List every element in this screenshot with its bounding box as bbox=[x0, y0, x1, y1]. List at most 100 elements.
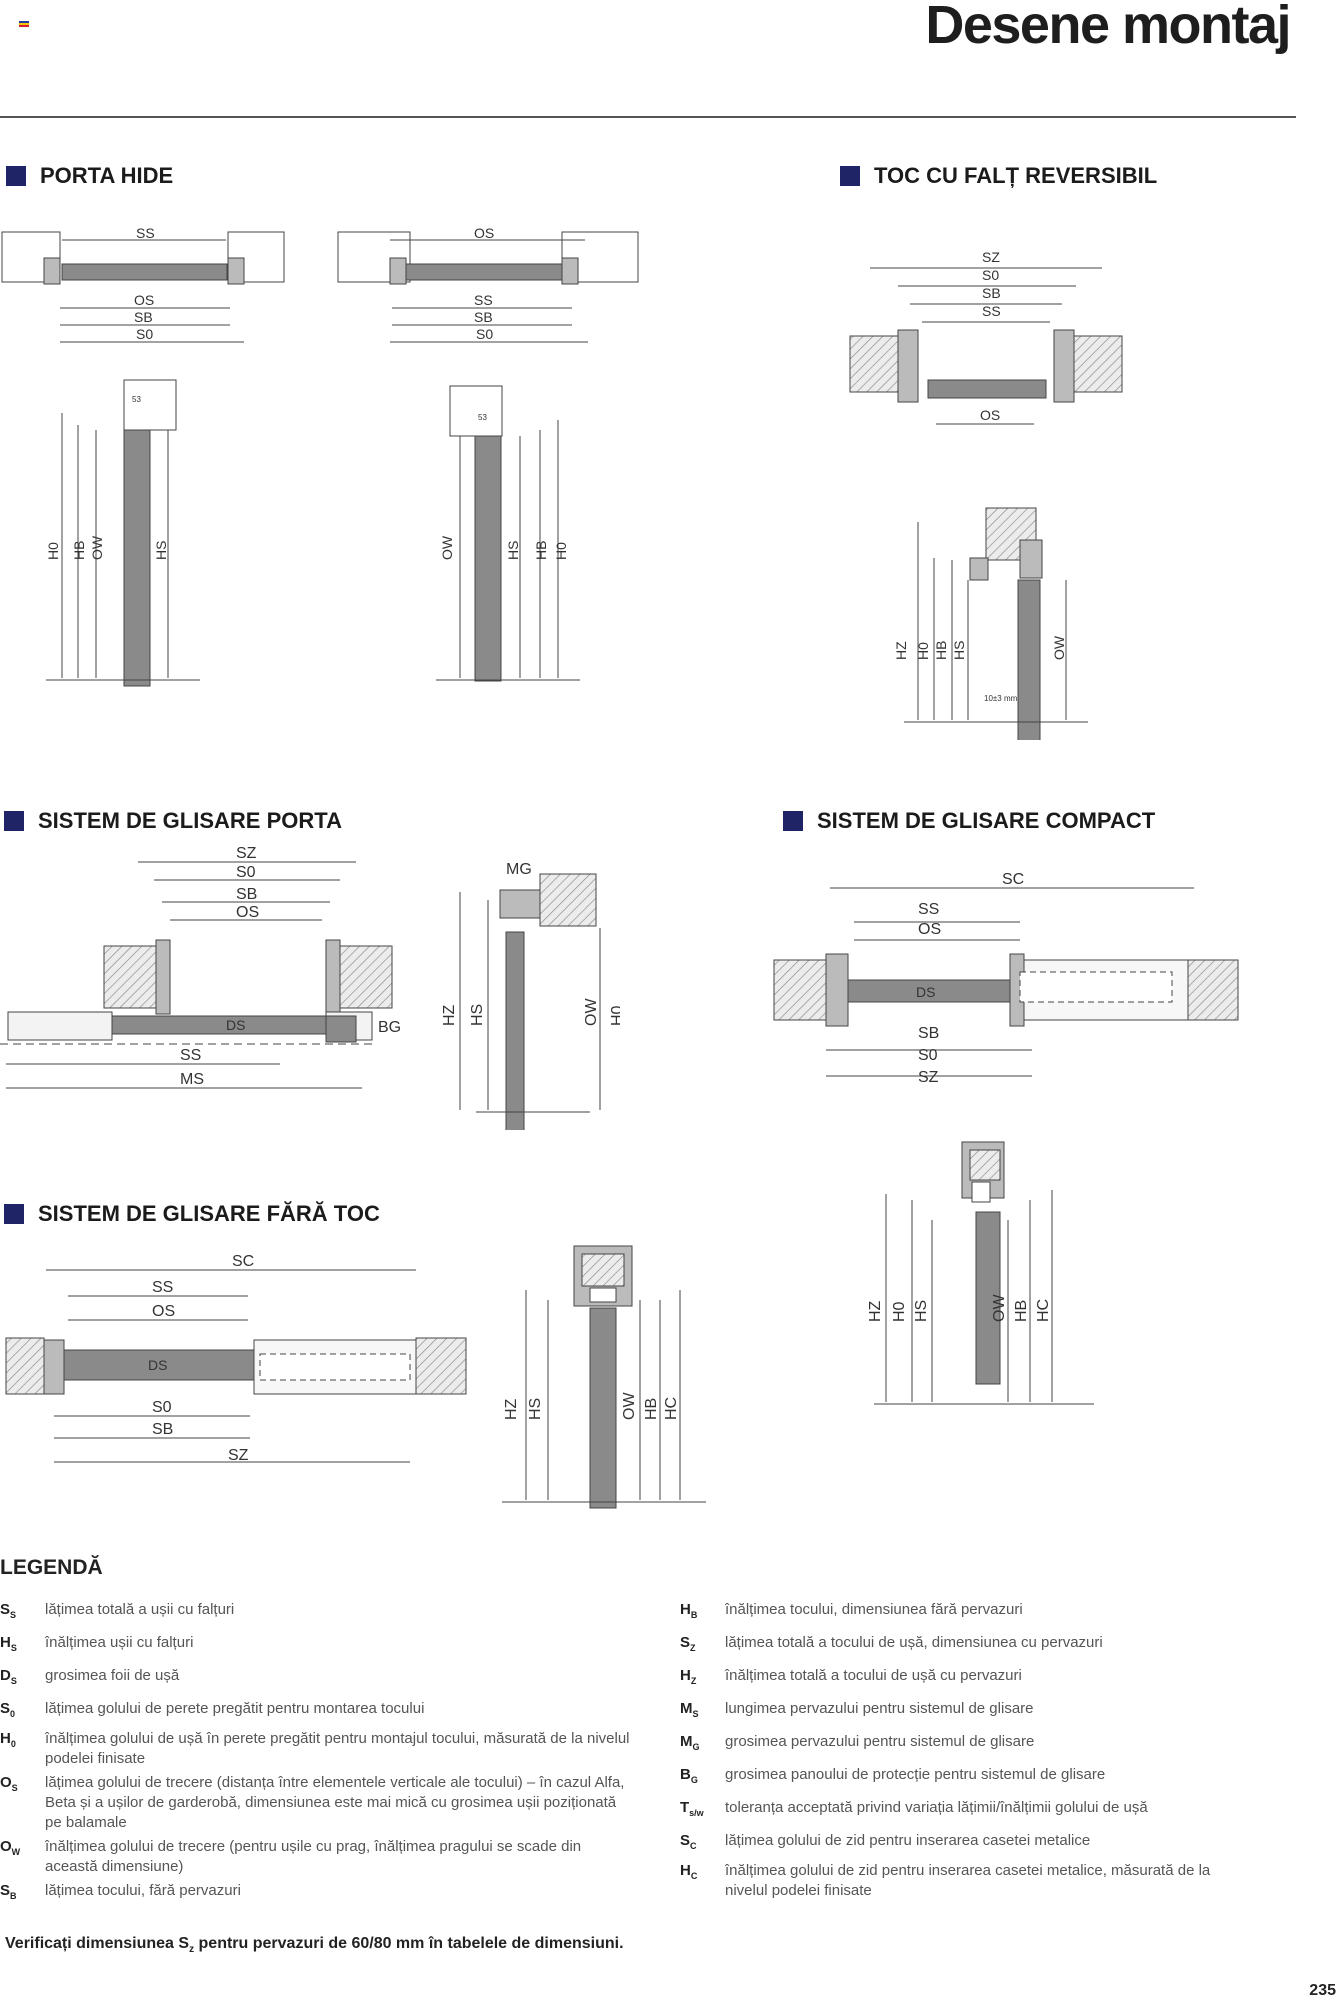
dim-label: S0 bbox=[918, 1047, 938, 1064]
dim-label: DS bbox=[148, 1357, 167, 1373]
glisare-compact-elevation: HZ H0 HS OW HB HC bbox=[867, 1141, 1094, 1405]
square-bullet-icon bbox=[4, 811, 24, 831]
dim-label: 53 bbox=[132, 395, 141, 404]
porta-hide-diagrams: SS OS SB S0 OS SS SB S0 53 53 H0 HB OW H… bbox=[1, 225, 639, 687]
dim-label: HB bbox=[643, 1398, 660, 1420]
dim-label: OW bbox=[89, 535, 105, 560]
glisare-fara-toc-diagram: SC SS OS DS S0 SB SZ bbox=[5, 1253, 467, 1464]
dim-label: S0 bbox=[476, 326, 493, 342]
dim-label: 10±3 mm bbox=[984, 694, 1018, 703]
dim-label: SS bbox=[474, 292, 493, 308]
legend-title: LEGENDĂ bbox=[0, 1556, 103, 1579]
dim-label: MS bbox=[180, 1071, 204, 1088]
dim-label: SS bbox=[152, 1279, 173, 1296]
dim-label: HB bbox=[933, 641, 949, 660]
dim-label: OS bbox=[152, 1303, 175, 1320]
dim-label: S0 bbox=[152, 1399, 172, 1416]
toc-cu-falt-diagrams: SZ S0 SB SS OS 10±3 mm HZ H0 HB HS OW bbox=[849, 249, 1123, 740]
dim-label: SS bbox=[918, 901, 939, 918]
square-bullet-icon bbox=[6, 166, 26, 186]
dim-label: SS bbox=[982, 303, 1001, 319]
dim-label: OS bbox=[134, 292, 154, 308]
dim-label: HC bbox=[1035, 1299, 1052, 1322]
dim-label: HZ bbox=[441, 1004, 458, 1026]
dim-label: HS bbox=[505, 541, 521, 560]
section-glisare-fara-toc: SISTEM DE GLISARE FĂRĂ TOC bbox=[4, 1201, 380, 1227]
dim-label: HZ bbox=[503, 1398, 520, 1420]
dim-label: HB bbox=[1013, 1300, 1030, 1322]
page-number: 235 bbox=[1309, 1982, 1336, 1999]
dim-label: S0 bbox=[982, 267, 999, 283]
dim-label: HS bbox=[913, 1300, 930, 1322]
dim-label: SS bbox=[136, 225, 155, 241]
dim-label: SZ bbox=[918, 1069, 939, 1086]
dim-label: DS bbox=[916, 984, 935, 1000]
dim-label: H0 bbox=[609, 1005, 620, 1026]
dim-label: OS bbox=[474, 225, 494, 241]
dim-label: H0 bbox=[891, 1301, 908, 1322]
dim-label: S0 bbox=[236, 864, 256, 881]
dim-label: OS bbox=[980, 407, 1000, 423]
section-porta-hide: PORTA HIDE bbox=[6, 163, 173, 189]
dim-label: OS bbox=[236, 904, 259, 921]
dim-label: MG bbox=[506, 861, 532, 878]
dim-label: HS bbox=[527, 1398, 544, 1420]
dim-label: SB bbox=[236, 886, 257, 903]
dim-label: 53 bbox=[478, 413, 487, 422]
glisare-porta-diagrams: SZ S0 SB OS DS BG SS MS MG HZ HS OW H0 bbox=[0, 845, 620, 1130]
flag-icon bbox=[19, 21, 29, 27]
dim-label: OW bbox=[439, 535, 455, 560]
dim-label: HS bbox=[951, 641, 967, 660]
dim-label: BG bbox=[378, 1019, 401, 1036]
square-bullet-icon bbox=[4, 1204, 24, 1224]
section-toc-cu-falt: TOC CU FALȚ REVERSIBIL bbox=[840, 163, 1157, 189]
dim-label: HC bbox=[663, 1397, 680, 1420]
glisare-compact-diagram: SC SS OS DS SB S0 SZ bbox=[773, 871, 1239, 1086]
dim-label: SC bbox=[1002, 871, 1024, 888]
dim-label: OW bbox=[1051, 635, 1067, 660]
square-bullet-icon bbox=[783, 811, 803, 831]
dim-label: SZ bbox=[228, 1447, 249, 1464]
dim-label: HZ bbox=[867, 1300, 884, 1322]
glisare-fara-toc-elevation: HZ HS OW HB HC bbox=[502, 1245, 706, 1509]
dim-label: SZ bbox=[236, 845, 257, 862]
dim-label: DS bbox=[226, 1017, 245, 1033]
section-glisare-porta: SISTEM DE GLISARE PORTA bbox=[4, 808, 342, 834]
dim-label: SC bbox=[232, 1253, 254, 1270]
dim-label: HB bbox=[71, 541, 87, 560]
dim-label: H0 bbox=[915, 642, 931, 660]
dim-label: S0 bbox=[136, 326, 153, 342]
dim-label: SB bbox=[982, 285, 1001, 301]
dim-label: SB bbox=[918, 1025, 939, 1042]
section-glisare-compact: SISTEM DE GLISARE COMPACT bbox=[783, 808, 1155, 834]
footer-note: Verificați dimensiunea Sz pentru pervazu… bbox=[5, 1935, 624, 1956]
dim-label: OS bbox=[918, 921, 941, 938]
dim-label: HZ bbox=[893, 641, 909, 660]
dim-label: OW bbox=[583, 998, 600, 1026]
page-title: Desene montaj bbox=[925, 0, 1291, 55]
dim-label: OW bbox=[621, 1392, 638, 1420]
dim-label: HB bbox=[533, 541, 549, 560]
square-bullet-icon bbox=[840, 166, 860, 186]
dim-label: SB bbox=[152, 1421, 173, 1438]
dim-label: SB bbox=[474, 309, 493, 325]
